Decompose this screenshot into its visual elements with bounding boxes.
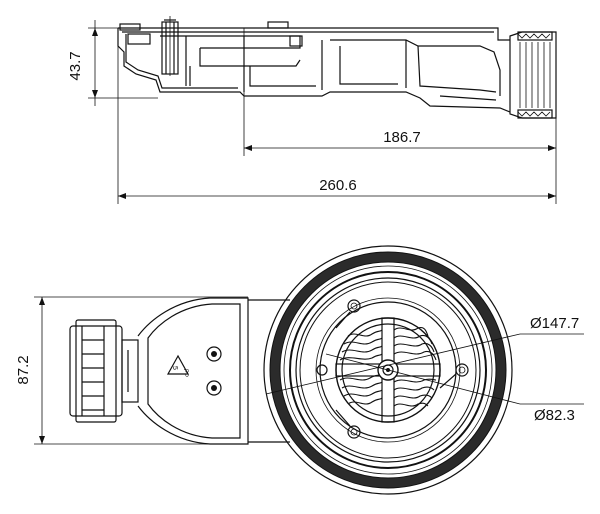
overall-length-label: 260.6 [319,177,357,194]
diameter-callouts: Ø147.7 Ø82.3 [265,315,584,424]
height-dimension-label: 43.7 [67,51,84,80]
outer-diameter-label: Ø147.7 [530,315,579,332]
center-offset-dimension: 186.7 [243,98,557,156]
side-view: 43.7 [67,16,557,204]
inner-diameter-label: Ø82.3 [534,407,575,424]
top-view: 87.2 5 PP [15,245,584,495]
height-dimension: 43.7 [67,20,158,106]
width-dimension: 87.2 [15,296,248,445]
outlet-nut-top [69,319,139,423]
overall-length-dimension: 260.6 [117,28,557,204]
center-offset-label: 186.7 [383,129,421,146]
outlet-arm: 5 PP [137,297,290,445]
material-mark: PP [182,369,188,377]
svg-text:5: 5 [171,366,178,370]
recycle-symbol-icon: 5 PP [166,354,190,377]
drain-body-side [117,16,511,113]
outlet-nut-side [509,31,557,119]
width-dimension-label: 87.2 [15,355,32,384]
